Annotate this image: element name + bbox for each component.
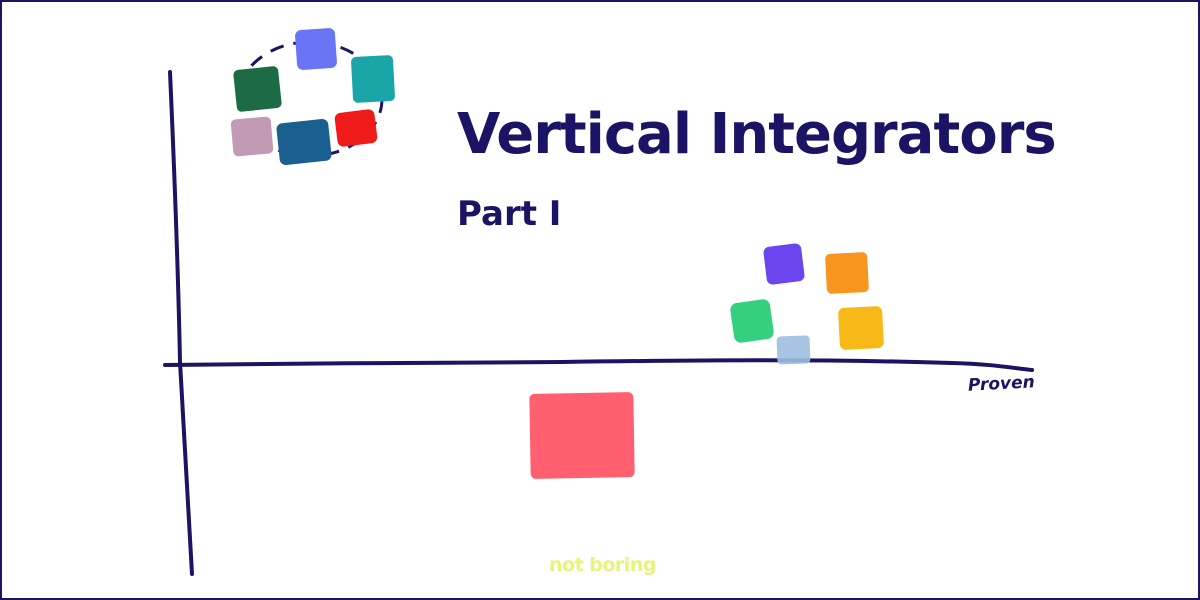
page-title: Vertical Integrators [457, 102, 1057, 167]
horizontal-axis [163, 358, 1034, 372]
block-violet [295, 28, 337, 70]
block-red [334, 109, 378, 147]
x-axis-label: Proven [967, 372, 1036, 396]
block-yellow [838, 306, 884, 350]
block-pink-large [529, 392, 635, 479]
block-orange [825, 252, 869, 294]
block-green [730, 299, 774, 343]
vertical-axis [168, 70, 194, 576]
block-blue [276, 118, 332, 166]
page-subtitle: Part I [457, 194, 562, 234]
block-purple [763, 243, 805, 285]
block-teal [351, 55, 395, 103]
block-light-blue [776, 335, 811, 365]
block-dark-green [233, 66, 282, 112]
block-mauve [230, 116, 274, 157]
brand-logo: not boring [549, 554, 656, 576]
